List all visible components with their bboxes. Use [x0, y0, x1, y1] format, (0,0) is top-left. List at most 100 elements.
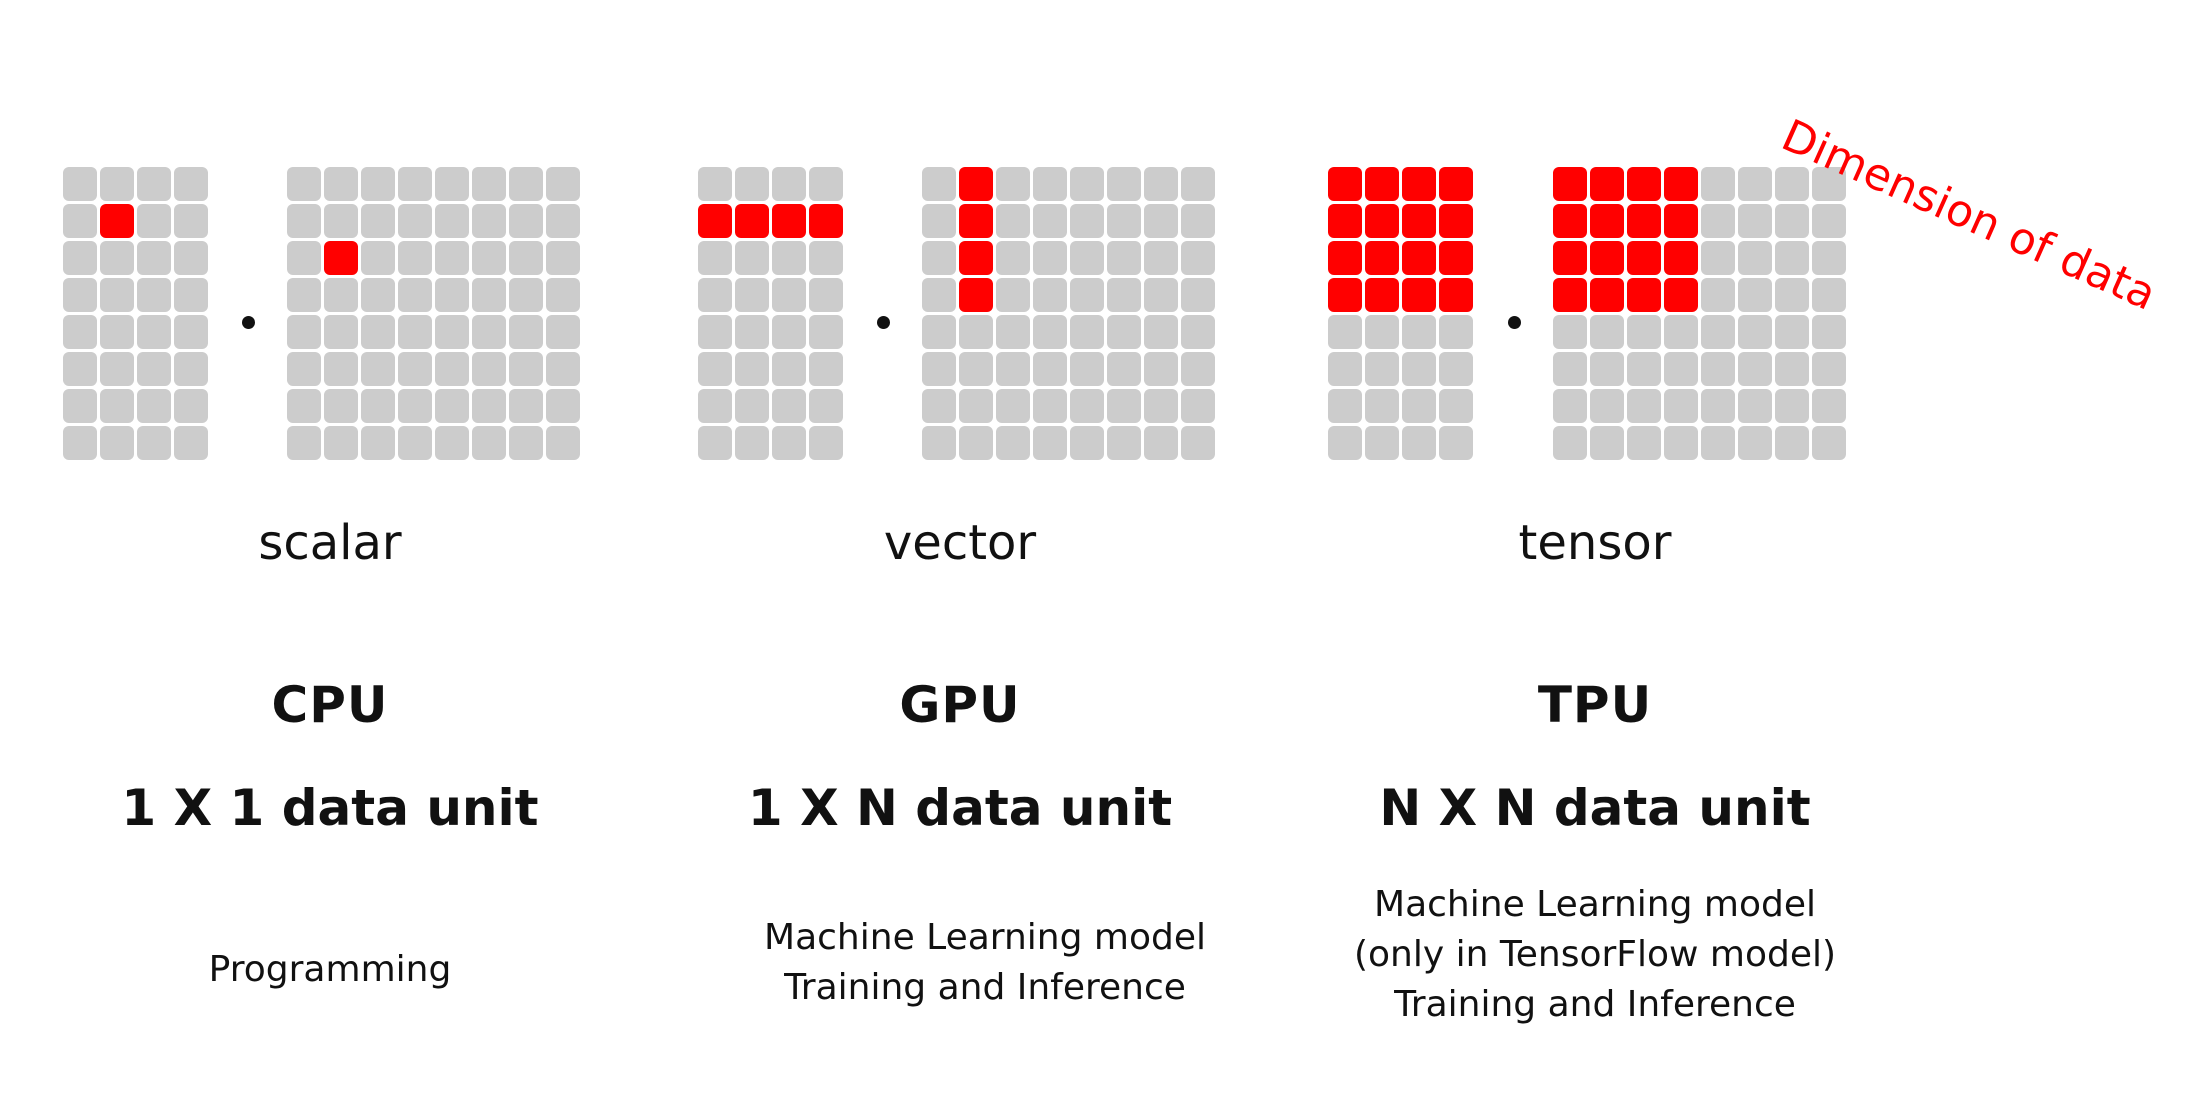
- matrix-cell: [1070, 241, 1104, 275]
- matrix-cell-active: [735, 204, 769, 238]
- matrix-cell: [398, 278, 432, 312]
- matrix-cell-active: [1402, 204, 1436, 238]
- matrix-cell-active: [1664, 278, 1698, 312]
- matrix-cell: [137, 352, 171, 386]
- matrix-cell-active: [1664, 167, 1698, 201]
- matrix-cell: [398, 204, 432, 238]
- matrix-cell: [735, 352, 769, 386]
- matrix-cell: [174, 167, 208, 201]
- matrix-cell: [509, 315, 543, 349]
- matrix-cell: [435, 241, 469, 275]
- matrix-cell: [324, 352, 358, 386]
- matrix-cell: [1144, 167, 1178, 201]
- matrix-cell: [361, 389, 395, 423]
- matrix-cell: [1181, 204, 1215, 238]
- tpu-use-case-line: Machine Learning model: [1374, 884, 1816, 925]
- cpu-heading: CPU: [271, 676, 389, 734]
- matrix-cell: [435, 204, 469, 238]
- matrix-cell-active: [1328, 204, 1362, 238]
- matrix-cell: [398, 352, 432, 386]
- matrix-cell-active: [1553, 204, 1587, 238]
- matrix-cell: [1553, 389, 1587, 423]
- matrix-cell: [1701, 389, 1735, 423]
- matrix-cell-active: [1553, 241, 1587, 275]
- matrix-cell: [324, 167, 358, 201]
- matrix-cell: [1812, 204, 1846, 238]
- matrix-cell: [324, 315, 358, 349]
- matrix-cell: [1812, 241, 1846, 275]
- matrix-cell: [361, 315, 395, 349]
- matrix-cell: [1328, 315, 1362, 349]
- matrix-cell: [174, 278, 208, 312]
- matrix-cell: [922, 352, 956, 386]
- matrix-cell: [435, 315, 469, 349]
- vector-label: vector: [883, 515, 1037, 571]
- matrix-cell-active: [1439, 167, 1473, 201]
- matrix-cell: [324, 426, 358, 460]
- matrix-cell: [698, 426, 732, 460]
- matrix-cell: [174, 204, 208, 238]
- matrix-cell: [100, 278, 134, 312]
- matrix-cell: [546, 352, 580, 386]
- matrix-cell: [809, 389, 843, 423]
- matrix-cell: [472, 352, 506, 386]
- matrix-cell: [922, 426, 956, 460]
- matrix-cell: [1812, 352, 1846, 386]
- tpu-use-case-line: (only in TensorFlow model): [1353, 934, 1837, 975]
- matrix-cell: [996, 204, 1030, 238]
- matrix-cell: [922, 315, 956, 349]
- matrix-cell: [1070, 204, 1104, 238]
- matrix-cell: [435, 426, 469, 460]
- matrix-cell: [1033, 278, 1067, 312]
- matrix-cell: [698, 315, 732, 349]
- matrix-cell: [509, 426, 543, 460]
- matrix-cell: [287, 315, 321, 349]
- matrix-cell-active: [1590, 204, 1624, 238]
- matrix-cell: [1701, 315, 1735, 349]
- matrix-cell: [1328, 426, 1362, 460]
- matrix-cell-active: [1627, 241, 1661, 275]
- matrix-cell: [1664, 389, 1698, 423]
- matrix-cell: [63, 167, 97, 201]
- matrix-cell: [772, 241, 806, 275]
- matrix-cell: [63, 389, 97, 423]
- tensor-right-matrix: [1553, 167, 1846, 460]
- matrix-cell: [546, 167, 580, 201]
- matrix-cell: [1033, 167, 1067, 201]
- matrix-cell: [546, 241, 580, 275]
- matrix-cell-active: [959, 278, 993, 312]
- matrix-cell: [472, 315, 506, 349]
- matrix-cell: [361, 426, 395, 460]
- matrix-cell: [472, 426, 506, 460]
- matrix-cell: [63, 352, 97, 386]
- matrix-cell-active: [772, 204, 806, 238]
- matrix-cell: [1070, 315, 1104, 349]
- matrix-cell: [1107, 241, 1141, 275]
- matrix-cell: [922, 389, 956, 423]
- matrix-cell: [472, 389, 506, 423]
- matrix-cell: [772, 167, 806, 201]
- matrix-cell: [1627, 352, 1661, 386]
- matrix-cell-active: [1439, 278, 1473, 312]
- matrix-cell: [509, 167, 543, 201]
- matrix-cell: [287, 426, 321, 460]
- matrix-cell: [63, 315, 97, 349]
- matrix-cell: [996, 241, 1030, 275]
- matrix-cell: [361, 167, 395, 201]
- matrix-cell: [472, 241, 506, 275]
- matrix-cell-active: [1365, 241, 1399, 275]
- matrix-cell: [1738, 167, 1772, 201]
- matrix-cell-active: [1590, 278, 1624, 312]
- matrix-cell: [959, 352, 993, 386]
- matrix-cell: [735, 241, 769, 275]
- matrix-cell: [996, 352, 1030, 386]
- matrix-cell: [698, 389, 732, 423]
- matrix-cell-active: [1402, 241, 1436, 275]
- matrix-cell: [137, 426, 171, 460]
- matrix-cell: [1181, 278, 1215, 312]
- matrix-cell: [100, 241, 134, 275]
- matrix-cell: [287, 352, 321, 386]
- matrix-cell: [1701, 167, 1735, 201]
- matrix-cell: [174, 389, 208, 423]
- matrix-cell: [1775, 352, 1809, 386]
